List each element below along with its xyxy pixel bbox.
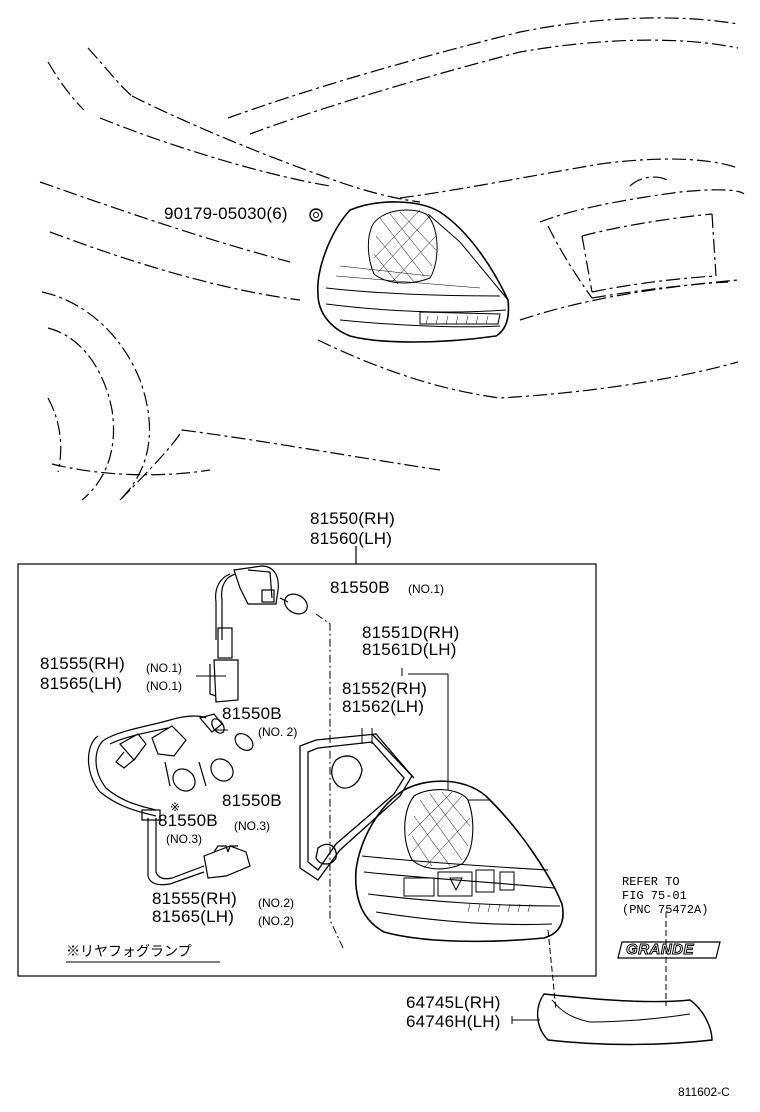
socket1-note-rh: (NO.1) [146, 661, 182, 675]
bulb-no2-note: (NO. 2) [258, 725, 298, 739]
gasket [299, 733, 415, 881]
socket1-note-lh: (NO.1) [146, 679, 182, 693]
lens-part-number-lh: 81561D(LH) [362, 640, 457, 659]
socket2-part-number-lh: 81565(LH) [152, 907, 235, 926]
footnote-fog-lamp: ※リヤフォグランプ [66, 943, 192, 959]
garnish-part-number-lh: 64746H(LH) [406, 1012, 501, 1031]
socket2-note-lh: (NO.2) [258, 914, 294, 928]
star-mark: ※ [170, 800, 181, 814]
clip-nut [309, 208, 323, 222]
car-body-outline [39, 17, 745, 501]
bulb-no1-note: (NO.1) [408, 582, 444, 596]
refer-line-2: FIG 75-01 [622, 889, 687, 903]
bulb-no2-part-number: 81550B [222, 704, 282, 723]
garnish-molding [511, 912, 713, 1046]
socket2-part-number-rh: 81555(RH) [152, 889, 237, 908]
gasket-part-number-rh: 81552(RH) [342, 679, 427, 698]
lamp-part-number-rh: 81550(RH) [310, 509, 395, 528]
socket1-part-number-rh: 81555(RH) [40, 654, 125, 673]
refer-line-3: (PNC 75472A) [622, 903, 709, 917]
tail-lamp-on-car [317, 201, 510, 343]
tail-lamp-assembly [354, 780, 564, 943]
bulb-no1-part-number: 81550B [330, 578, 390, 597]
gasket-part-number-lh: 81562(LH) [342, 697, 425, 716]
figure-code: 811602-C [678, 1085, 730, 1099]
assembly-frame [17, 563, 597, 977]
bulb-plain-part-number: 81550B [222, 791, 282, 810]
bulb-star-part-number: 81550B [158, 811, 218, 830]
lens-part-number-rh: 81551D(RH) [362, 623, 460, 642]
garnish-part-number-rh: 64745L(RH) [406, 993, 501, 1012]
bulb-star-note: (NO.3) [166, 832, 202, 846]
refer-line-1: REFER TO [622, 875, 680, 889]
socket2-note-rh: (NO.2) [258, 896, 294, 910]
lamp-leader-dash [547, 929, 557, 1011]
wiring-harness [88, 565, 308, 886]
clip-part-number: 90179-05030(6) [164, 204, 288, 223]
lamp-part-number-lh: 81560(LH) [310, 529, 393, 548]
socket1-part-number-lh: 81565(LH) [40, 674, 123, 693]
grande-emblem-text: GRANDE [625, 941, 695, 958]
grande-emblem [617, 941, 721, 959]
bulb-plain-note: (NO.3) [234, 819, 270, 833]
